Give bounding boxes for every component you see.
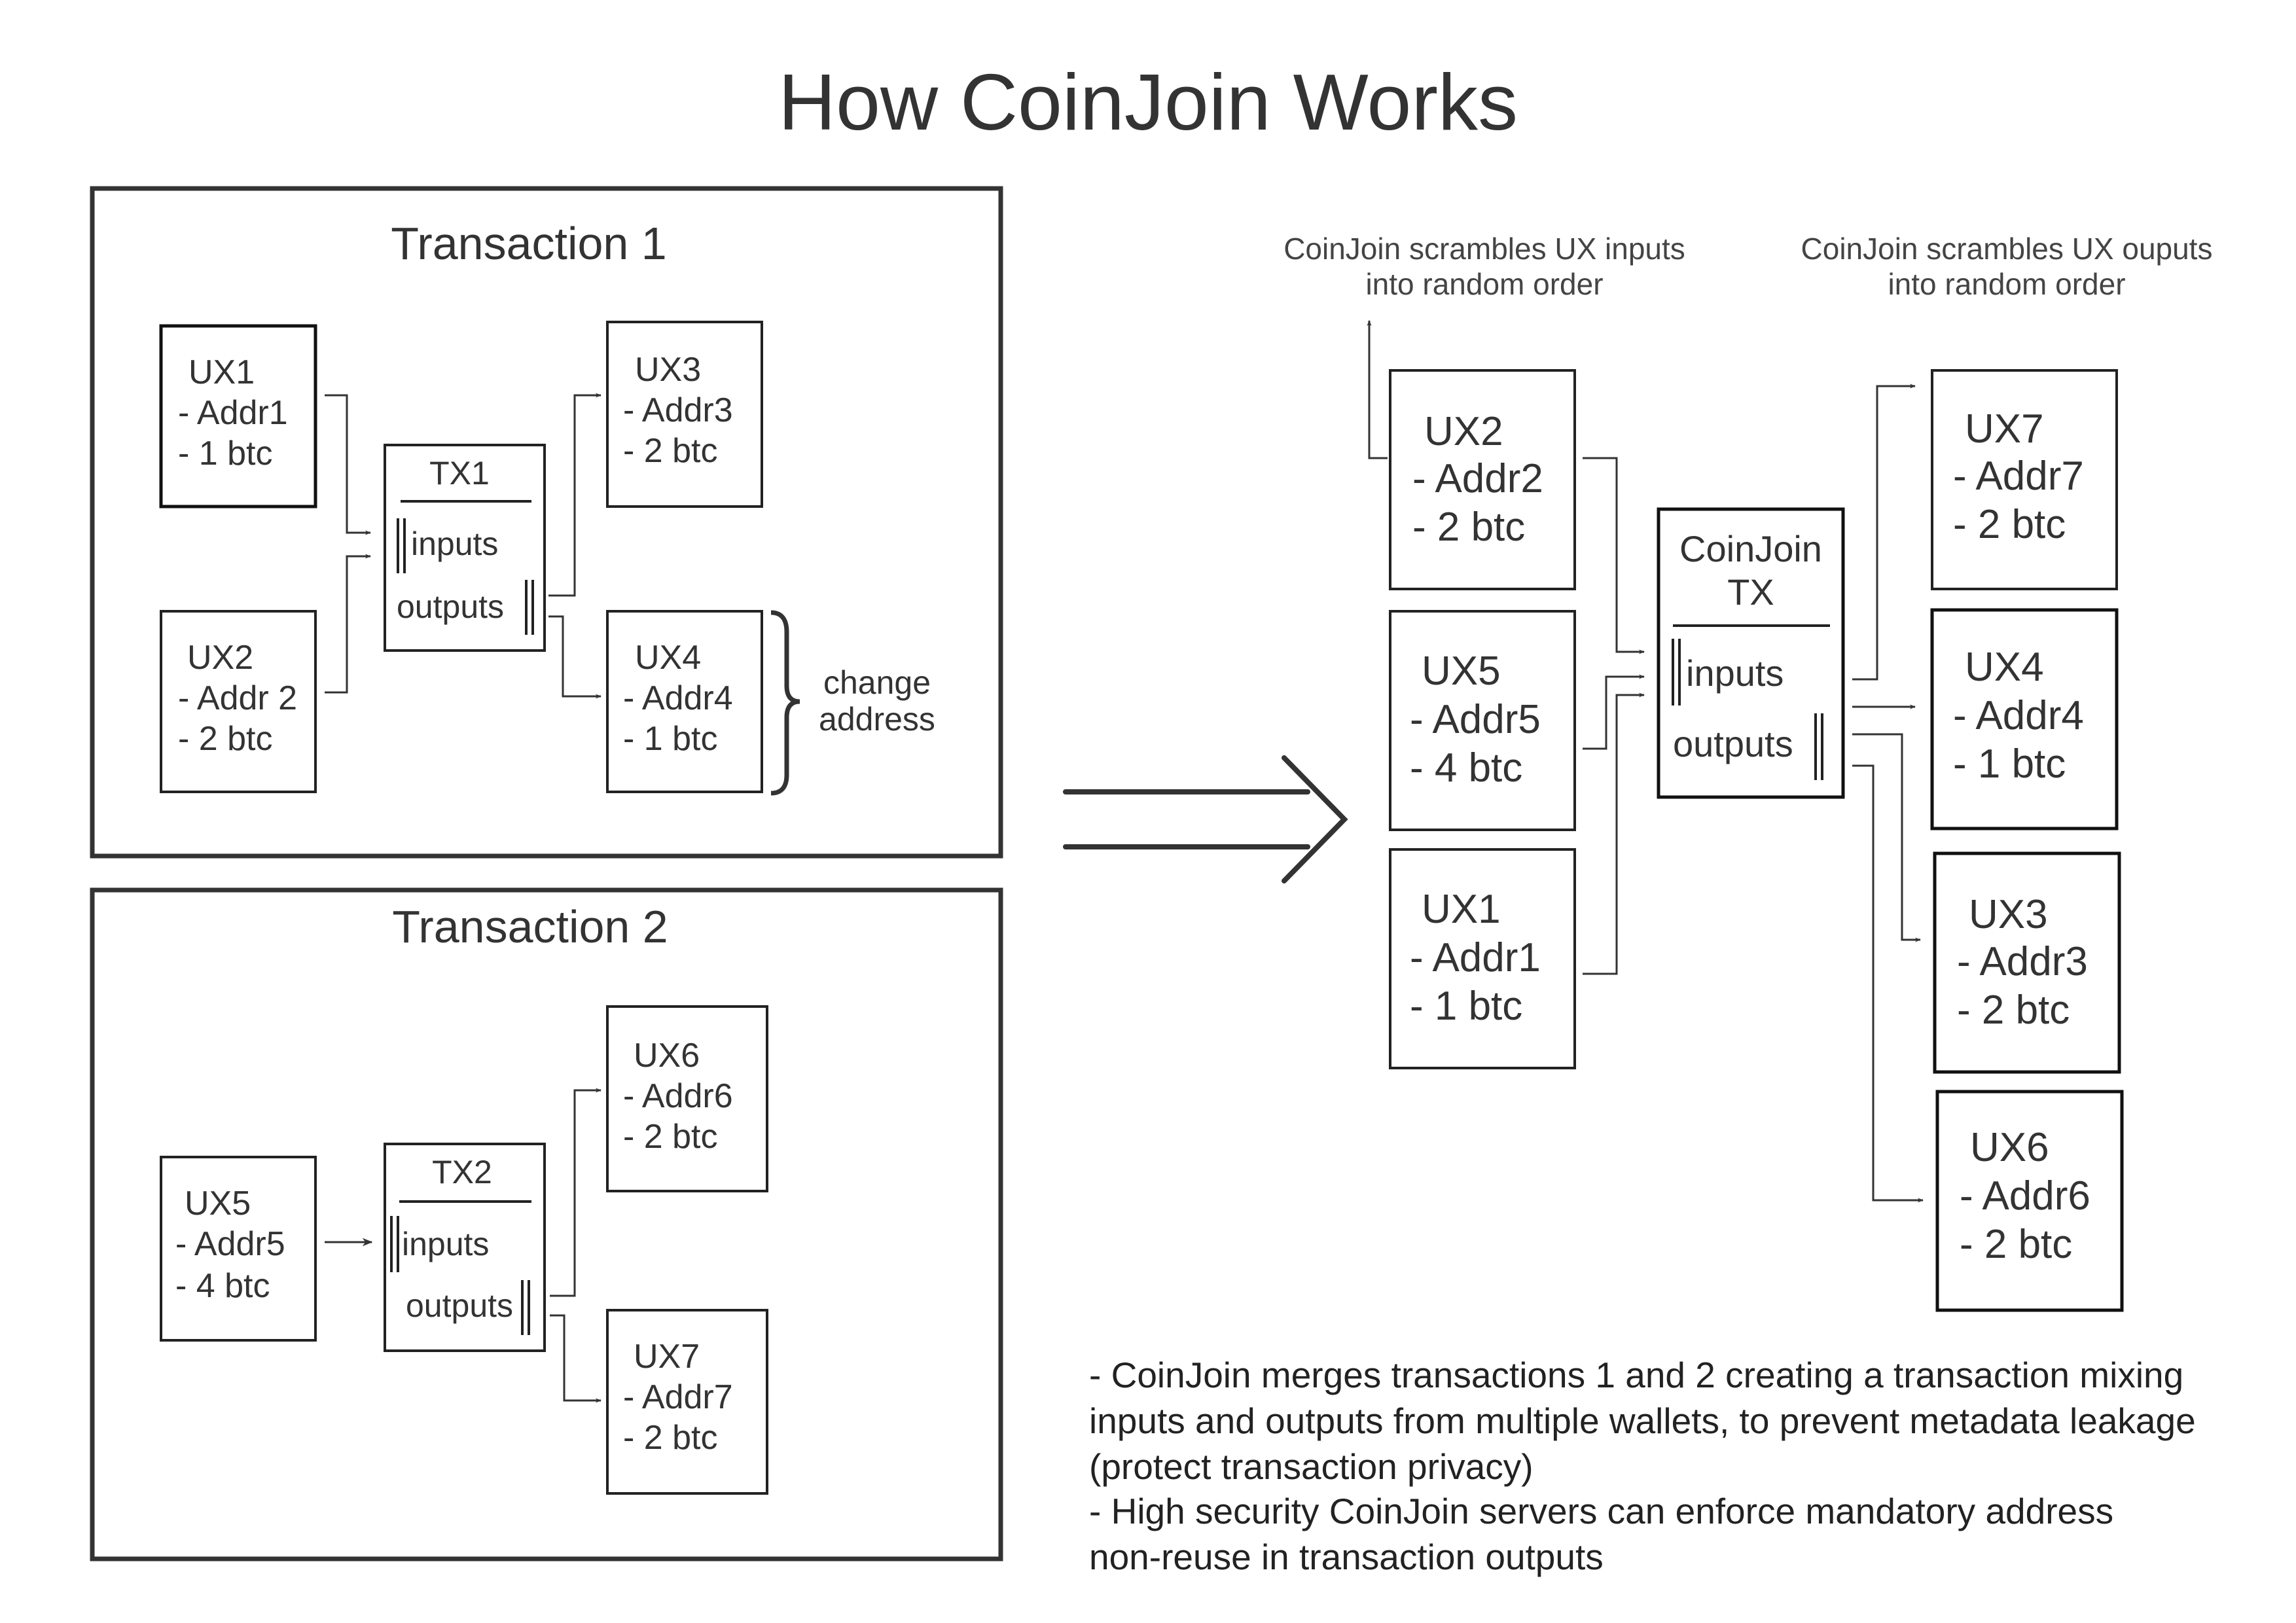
cj-output-ux4-address: - Addr4 (1953, 693, 2084, 738)
coinjoin-output-wires (1852, 383, 1924, 1203)
coinjoin-output-ux4: UX4 - Addr4 - 1 btc (1930, 608, 2119, 830)
coinjoin-input-ux5: UX5 - Addr5 - 4 btc (1389, 610, 1576, 831)
tx2-wires (325, 1088, 601, 1403)
ux2-name: UX2 (187, 639, 253, 677)
transaction-1-panel: Transaction 1 UX1 - Addr1 - 1 btc UX2 - … (90, 186, 1003, 859)
ux5-amount: - 4 btc (175, 1267, 270, 1305)
page-title: How CoinJoin Works (778, 58, 1518, 147)
note-outputs-line1: CoinJoin scrambles UX ouputs (1801, 232, 2213, 266)
note-inputs-line1: CoinJoin scrambles UX inputs (1283, 232, 1685, 266)
coinjoin-tx-name-line2: TX (1727, 571, 1774, 613)
coinjoin-tx-box: CoinJoin TX inputs outputs (1657, 507, 1845, 799)
note-outputs-line2: into random order (1888, 267, 2125, 301)
cj-output-ux7-address: - Addr7 (1953, 454, 2084, 499)
tx2-outputs: outputs (406, 1287, 513, 1324)
tx2-box: TX2 inputs outputs (384, 1143, 546, 1352)
ux6-amount: - 2 btc (623, 1118, 718, 1156)
ux3-amount: - 2 btc (623, 432, 718, 470)
coinjoin-panel: CoinJoin scrambles UX inputs into random… (1283, 232, 2213, 1312)
cj-input-ux5-name: UX5 (1422, 649, 1501, 694)
ux7-address: - Addr7 (623, 1378, 733, 1416)
cj-output-ux3-name: UX3 (1969, 892, 2048, 937)
cj-output-ux6-name: UX6 (1970, 1125, 2049, 1170)
transaction-2-panel: Transaction 2 UX5 - Addr5 - 4 btc TX2 in… (90, 887, 1003, 1561)
cj-output-ux6-amount: - 2 btc (1960, 1222, 2072, 1267)
cj-output-ux7-amount: - 2 btc (1953, 502, 2066, 547)
ux1-box: UX1 - Addr1 - 1 btc (159, 324, 317, 508)
cj-output-ux6-address: - Addr6 (1960, 1173, 2090, 1219)
ux5-name: UX5 (185, 1185, 251, 1222)
cj-input-ux2-address: - Addr2 (1412, 456, 1543, 501)
transaction-2-title: Transaction 2 (392, 901, 668, 952)
coinjoin-tx-name-line1: CoinJoin (1679, 528, 1822, 569)
cj-output-ux3-amount: - 2 btc (1957, 988, 2070, 1033)
cj-output-ux3-address: - Addr3 (1957, 939, 2088, 984)
caption-line4: - High security CoinJoin servers can enf… (1089, 1491, 2113, 1531)
ux1-address: - Addr1 (178, 394, 288, 432)
change-label-line1: change (823, 664, 931, 701)
merge-arrow (1063, 755, 1348, 883)
cj-output-ux7-name: UX7 (1965, 406, 2044, 452)
coinjoin-input-ux1: UX1 - Addr1 - 1 btc (1389, 848, 1576, 1069)
tx1-box: TX1 inputs outputs (384, 444, 546, 652)
cj-input-ux1-amount: - 1 btc (1410, 984, 1522, 1029)
tx1-wires (325, 393, 601, 699)
tx2-name: TX2 (432, 1154, 492, 1190)
ux4-name: UX4 (635, 639, 701, 677)
ux7-amount: - 2 btc (623, 1419, 718, 1457)
ux2-amount: - 2 btc (178, 720, 273, 758)
tx2-inputs: inputs (402, 1226, 489, 1262)
transaction-2-frame (90, 887, 1003, 1561)
cj-input-ux1-name: UX1 (1422, 887, 1501, 932)
scramble-inputs-arrow (1367, 320, 1388, 459)
ux7-box: UX7 - Addr7 - 2 btc (606, 1309, 768, 1495)
ux6-box: UX6 - Addr6 - 2 btc (606, 1005, 768, 1192)
ux1-amount: - 1 btc (178, 435, 273, 473)
tx1-inputs: inputs (411, 526, 498, 562)
ux4-amount: - 1 btc (623, 720, 718, 758)
ux7-name: UX7 (634, 1338, 700, 1376)
coinjoin-output-ux7: UX7 - Addr7 - 2 btc (1931, 369, 2118, 590)
cj-input-ux2-name: UX2 (1424, 409, 1503, 454)
cj-input-ux5-amount: - 4 btc (1410, 745, 1522, 791)
ux1-name: UX1 (188, 353, 255, 391)
caption-line1: - CoinJoin merges transactions 1 and 2 c… (1089, 1355, 2183, 1395)
cj-input-ux5-address: - Addr5 (1410, 697, 1541, 742)
ux5-box: UX5 - Addr5 - 4 btc (160, 1156, 317, 1342)
ux6-address: - Addr6 (623, 1077, 733, 1115)
coinjoin-input-wires (1583, 457, 1645, 975)
coinjoin-output-ux3: UX3 - Addr3 - 2 btc (1933, 851, 2121, 1074)
ux2-address: - Addr 2 (178, 679, 297, 717)
change-label-line2: address (819, 701, 935, 738)
transaction-1-frame (90, 186, 1003, 859)
cj-output-ux4-amount: - 1 btc (1953, 741, 2066, 787)
coinjoin-output-ux6: UX6 - Addr6 - 2 btc (1935, 1090, 2124, 1312)
cj-output-ux4-name: UX4 (1965, 645, 2044, 690)
ux3-box: UX3 - Addr3 - 2 btc (606, 321, 763, 508)
change-address-brace (770, 610, 800, 796)
ux5-address: - Addr5 (175, 1225, 285, 1263)
transaction-1-title: Transaction 1 (391, 218, 667, 269)
caption-line2: inputs and outputs from multiple wallets… (1089, 1400, 2196, 1441)
ux4-box: UX4 - Addr4 - 1 btc (606, 610, 763, 793)
cj-input-ux2-amount: - 2 btc (1412, 505, 1525, 550)
coinjoin-tx-outputs: outputs (1673, 723, 1793, 764)
tx1-name: TX1 (429, 455, 490, 491)
caption-line5: non-reuse in transaction outputs (1089, 1537, 1604, 1577)
ux2-box: UX2 - Addr 2 - 2 btc (160, 610, 317, 793)
ux6-name: UX6 (634, 1037, 700, 1075)
cj-input-ux1-address: - Addr1 (1410, 935, 1541, 980)
caption: - CoinJoin merges transactions 1 and 2 c… (1089, 1355, 2196, 1577)
tx1-outputs: outputs (397, 588, 504, 625)
note-inputs-line2: into random order (1365, 267, 1603, 301)
ux4-address: - Addr4 (623, 679, 733, 717)
ux3-name: UX3 (635, 351, 701, 389)
coinjoin-input-ux2: UX2 - Addr2 - 2 btc (1389, 369, 1576, 590)
caption-line3: (protect transaction privacy) (1089, 1446, 1534, 1487)
coinjoin-tx-inputs: inputs (1686, 652, 1784, 694)
ux3-address: - Addr3 (623, 391, 733, 429)
